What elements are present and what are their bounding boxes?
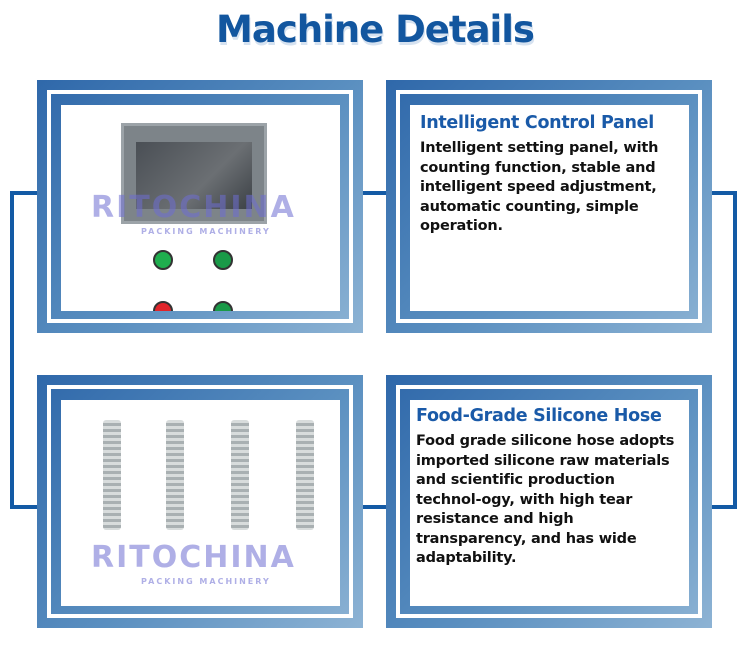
control-panel-photo-frame: RITOCHINA PACKING MACHINERY bbox=[37, 80, 363, 333]
silicone-hose bbox=[231, 420, 249, 530]
frame-ring bbox=[47, 385, 353, 618]
page-title: Machine Details bbox=[216, 8, 535, 51]
silicone-hose bbox=[103, 420, 121, 530]
silicone-hose-photo-frame: RITOCHINA PACKING MACHINERY bbox=[37, 375, 363, 628]
watermark-brand: RITOCHINA bbox=[91, 190, 296, 225]
section-heading: Intelligent Control Panel bbox=[420, 113, 654, 133]
silicone-hose bbox=[166, 420, 184, 530]
connector-right-top bbox=[712, 191, 737, 195]
text-card: Intelligent Control Panel Intelligent se… bbox=[410, 105, 689, 311]
connector-middle-top bbox=[363, 191, 386, 195]
connector-left-top bbox=[10, 191, 37, 195]
green-button bbox=[213, 301, 233, 311]
watermark-sub: PACKING MACHINERY bbox=[141, 577, 271, 586]
green-button bbox=[213, 250, 233, 270]
silicone-hose-text-frame: Food-Grade Silicone Hose Food grade sili… bbox=[386, 375, 712, 628]
touch-screen bbox=[121, 123, 267, 224]
control-panel-photo: RITOCHINA PACKING MACHINERY bbox=[61, 105, 340, 311]
connector-right-vertical bbox=[733, 191, 737, 509]
section-body: Food grade silicone hose adopts imported… bbox=[416, 433, 675, 566]
frame-ring bbox=[396, 90, 702, 323]
connector-right-bottom bbox=[712, 505, 737, 509]
control-panel-text-frame: Intelligent Control Panel Intelligent se… bbox=[386, 80, 712, 333]
text-card: Food-Grade Silicone Hose Food grade sili… bbox=[410, 400, 689, 606]
section-body: Intelligent setting panel, with counting… bbox=[420, 140, 659, 234]
connector-left-vertical bbox=[10, 191, 14, 509]
frame-ring bbox=[396, 385, 702, 618]
watermark-brand: RITOCHINA bbox=[91, 540, 296, 575]
connector-middle-bottom bbox=[363, 505, 386, 509]
green-button bbox=[153, 250, 173, 270]
red-button bbox=[153, 301, 173, 311]
connector-left-bottom bbox=[10, 505, 37, 509]
frame-ring bbox=[47, 90, 353, 323]
section-heading: Food-Grade Silicone Hose bbox=[416, 406, 662, 426]
silicone-hose-photo: RITOCHINA PACKING MACHINERY bbox=[61, 400, 340, 606]
silicone-hose bbox=[296, 420, 314, 530]
watermark-sub: PACKING MACHINERY bbox=[141, 227, 271, 236]
